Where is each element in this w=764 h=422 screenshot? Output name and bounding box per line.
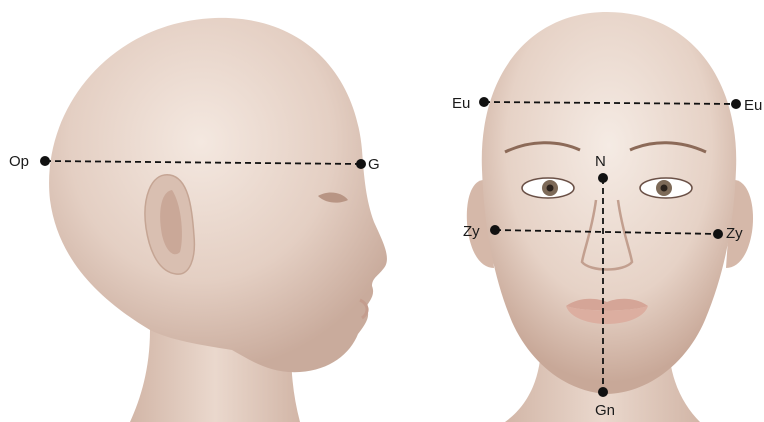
op-label: Op [9,153,29,170]
zy-right-label: Zy [726,225,743,242]
gn-label: Gn [595,402,615,419]
zy-right-point [713,229,723,239]
eu-right-label: Eu [744,97,762,114]
frontal-right-pupil [661,185,668,192]
n-label: N [595,153,606,170]
frontal-head [467,12,753,422]
eu-right-point [731,99,741,109]
n-point [598,173,608,183]
g-point [356,159,366,169]
profile-head [49,18,387,422]
zy-left-point [490,225,500,235]
gn-point [598,387,608,397]
eu-left-label: Eu [452,95,470,112]
zy-left-label: Zy [463,223,480,240]
g-label: G [368,156,380,173]
eu-left-point [479,97,489,107]
frontal-skull [482,12,736,394]
op-point [40,156,50,166]
frontal-left-pupil [547,185,554,192]
